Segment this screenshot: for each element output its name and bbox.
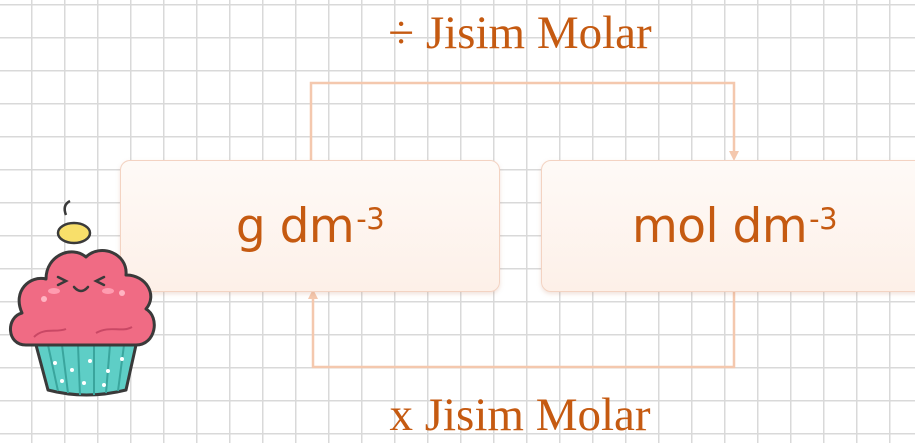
unit-exponent: -3 [809,202,838,236]
unit-exponent: -3 [356,202,385,236]
multiply-arrow [308,289,736,369]
multiply-by-molar-mass-label: x Jisim Molar [389,389,651,441]
divide-arrow [309,81,739,161]
cupcake-icon [9,199,156,397]
unit-box-mol-dm3: mol dm-3 [541,160,915,292]
unit-box-g-dm3: g dm-3 [120,160,500,292]
unit-base: g dm [235,198,355,254]
divide-by-molar-mass-label: ÷ Jisim Molar [388,7,652,59]
unit-base: mol dm [631,198,808,254]
